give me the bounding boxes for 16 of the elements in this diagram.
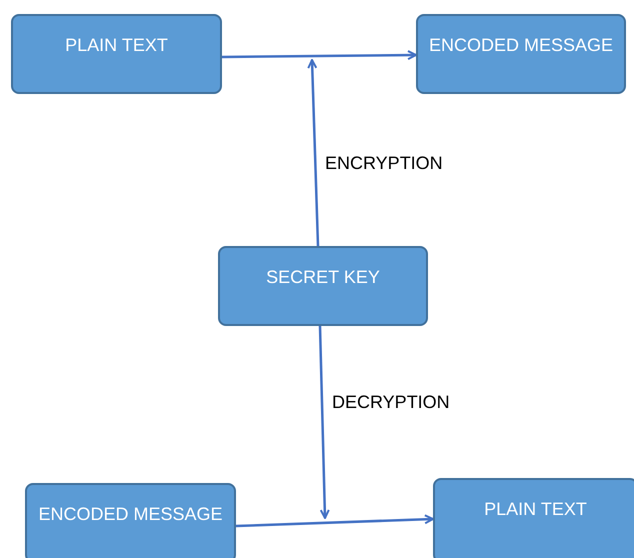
box-label: PLAIN TEXT xyxy=(64,34,169,56)
process-box xyxy=(416,14,626,94)
process-box xyxy=(433,478,634,558)
box-label: PLAIN TEXT xyxy=(483,498,588,520)
box-label: ENCODED MESSAGE xyxy=(428,34,614,56)
arrow xyxy=(318,326,330,519)
arrow xyxy=(307,59,320,246)
arrow xyxy=(236,514,434,528)
box-label: ENCODED MESSAGE xyxy=(37,503,224,526)
process-box xyxy=(25,483,236,558)
edge-label: DECRYPTION xyxy=(332,391,450,414)
process-box xyxy=(11,14,222,94)
arrow xyxy=(222,50,417,60)
edge-label: ENCRYPTION xyxy=(325,152,443,174)
box-label: SECRET KEY xyxy=(265,266,381,288)
process-box xyxy=(218,246,428,326)
